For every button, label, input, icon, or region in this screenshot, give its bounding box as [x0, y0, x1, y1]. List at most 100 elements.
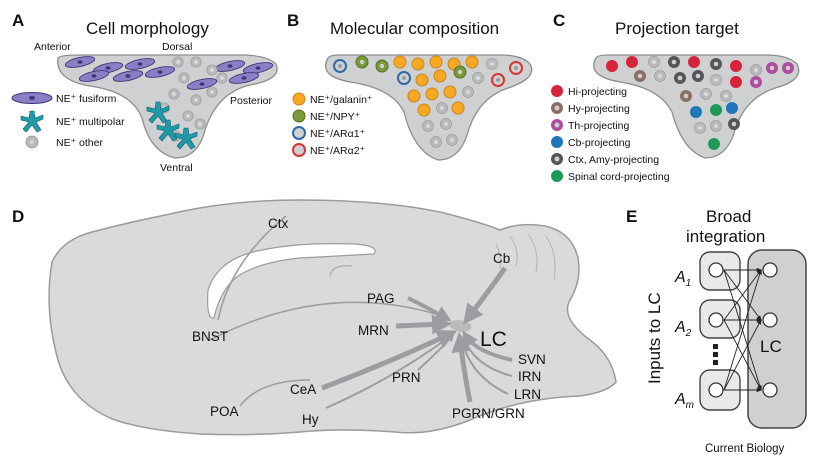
brain-sagittal-outline: [48, 199, 617, 436]
region-irn: IRN: [518, 369, 541, 384]
galanin-cell: [393, 55, 407, 69]
region-pgrn: PGRN/GRN: [452, 406, 525, 421]
arrow-cb: [463, 266, 508, 325]
region-mrn: MRN: [358, 323, 389, 338]
multipolar-cell: [174, 127, 198, 150]
hi-projecting-cell: [626, 56, 638, 68]
input-connection: [723, 269, 762, 321]
cb-projecting-cell: [726, 102, 738, 114]
spinal-projecting-cell: [708, 138, 720, 150]
region-prn: PRN: [392, 370, 421, 385]
ellipsis-dots: [713, 344, 718, 365]
lc-neuron-1: [762, 262, 778, 278]
legend-b-ar-alpha1: NE⁺/ARα1⁺: [310, 128, 365, 140]
npy-cell-icon: [292, 109, 306, 123]
cb-projecting-icon: [551, 136, 563, 148]
region-ctx: Ctx: [268, 216, 289, 231]
region-poa: POA: [210, 404, 239, 419]
panel-letter-d: D: [12, 207, 24, 226]
arrow-poa: [239, 379, 311, 407]
input-label-1: A1: [674, 269, 691, 289]
galanin-cell: [433, 69, 447, 83]
arrow-ctx: [217, 215, 287, 321]
legend-a-multipolar: NE⁺ multipolar: [56, 116, 125, 128]
legend-b-ar-alpha2: NE⁺/ARα2⁺: [310, 145, 365, 157]
arrow-mrn: [395, 314, 452, 335]
hi-projecting-cell: [688, 56, 700, 68]
panel-letter-e: E: [626, 207, 637, 226]
lc-box: [747, 249, 807, 429]
galanin-cell: [451, 101, 465, 115]
input-label-2: A2: [674, 319, 692, 339]
journal-credit: Current Biology: [705, 443, 785, 455]
multipolar-cell: [156, 119, 180, 142]
galanin-cell: [425, 87, 439, 101]
legend-c-cb: Cb-projecting: [568, 137, 631, 149]
panel-letter-c: C: [553, 11, 565, 30]
input-connection: [723, 268, 762, 391]
input-neuron-1: [708, 262, 724, 278]
galanin-cell: [411, 57, 425, 71]
spinal-projecting-icon: [551, 170, 563, 182]
region-pag: PAG: [367, 291, 395, 306]
input-arrows: [209, 215, 513, 409]
arrow-pgrn: [451, 332, 473, 403]
cells-c: [606, 56, 794, 150]
region-lrn: LRN: [514, 387, 541, 402]
arrow-bnst: [209, 301, 451, 341]
legend-b-npy: NE⁺/NPY⁺: [310, 111, 360, 123]
legend-c-th: Th-projecting: [568, 120, 629, 132]
region-lc: LC: [480, 328, 507, 351]
legend-c-hy: Hy-projecting: [568, 103, 630, 115]
lc-neuron-2: [762, 312, 778, 328]
hi-projecting-cell: [730, 60, 742, 72]
cells-b: [333, 55, 523, 148]
panel-a-title: Cell morphology: [86, 19, 209, 38]
corpus-callosum-line: [329, 265, 353, 277]
inputs-to-lc-label: Inputs to LC: [645, 292, 664, 384]
input-neuron-2: [708, 312, 724, 328]
legend-b: NE⁺/galanin⁺ NE⁺/NPY⁺ NE⁺/ARα1⁺ NE⁺/ARα2…: [292, 92, 372, 157]
lateral-ventricle: [207, 243, 376, 319]
axis-ventral: Ventral: [160, 162, 193, 174]
hi-projecting-icon: [551, 85, 563, 97]
cerebellum-folia: [495, 233, 556, 281]
multipolar-cell-icon: [20, 110, 44, 133]
region-cb: Cb: [493, 251, 510, 266]
region-bnst: BNST: [192, 329, 228, 344]
arrow-hy: [325, 336, 451, 409]
panel-letter-b: B: [287, 11, 299, 30]
legend-c-spinal: Spinal cord-projecting: [568, 171, 670, 183]
input-label-m: Am: [674, 391, 694, 411]
legend-a-other: NE⁺ other: [56, 137, 103, 149]
panel-d: D Ctx Cb PAG MRN LC BNST SVN: [12, 199, 617, 436]
panel-e-title-line2: integration: [686, 227, 765, 246]
multipolar-cell: [146, 101, 170, 124]
axis-dorsal: Dorsal: [162, 41, 192, 53]
panel-b: B Molecular composition NE⁺/galanin⁺ NE⁺…: [287, 11, 533, 161]
cells-a: [64, 56, 274, 150]
legend-a-fusiform: NE⁺ fusiform: [56, 93, 117, 105]
lc-neuron-3: [762, 382, 778, 398]
region-svn: SVN: [518, 352, 546, 367]
ar-alpha1-cell-icon: [292, 126, 306, 140]
ar-alpha2-cell-icon: [292, 143, 306, 157]
lc-box-label: LC: [760, 337, 782, 356]
legend-c-ctx-amy: Ctx, Amy-projecting: [568, 154, 659, 166]
galanin-cell: [415, 73, 429, 87]
input-connection: [723, 319, 762, 391]
region-cea: CeA: [290, 382, 316, 397]
arrow-cea: [321, 330, 458, 391]
spinal-projecting-cell: [710, 104, 722, 116]
legend-a: NE⁺ fusiform NE⁺ multipolar NE⁺ other: [11, 92, 125, 149]
legend-b-galanin: NE⁺/galanin⁺: [310, 94, 372, 106]
cb-projecting-cell: [690, 106, 702, 118]
hi-projecting-cell: [730, 76, 742, 88]
galanin-cell: [429, 55, 443, 69]
panel-letter-a: A: [12, 11, 24, 30]
convergence-arrows: [723, 267, 763, 393]
panel-b-title: Molecular composition: [330, 19, 499, 38]
axis-posterior: Posterior: [230, 95, 273, 107]
legend-c: Hi-projecting Hy-projecting Th-projectin…: [551, 85, 670, 183]
